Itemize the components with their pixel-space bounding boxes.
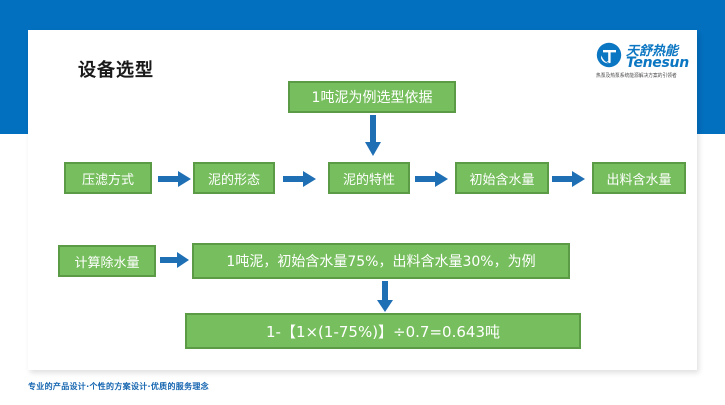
arrow-down-icon <box>377 281 393 312</box>
tenesun-circle-logo-icon <box>596 42 622 68</box>
flow-step-4: 初始含水量 <box>455 162 549 194</box>
brand-name-cn: 天舒热能 <box>626 44 679 59</box>
decorative-blue-left-column <box>0 30 28 134</box>
brand-name-en: Tenesun <box>626 55 689 71</box>
arrow-right-icon <box>283 171 316 187</box>
arrow-right-icon <box>158 171 191 187</box>
brand-tagline: 热泵及热泵系统能源解决方案的引领者 <box>596 73 677 79</box>
calc-label-box: 计算除水量 <box>58 245 156 277</box>
flow-step-1: 压滤方式 <box>64 162 152 194</box>
flow-step-2: 泥的形态 <box>193 162 275 194</box>
premise-box: 1吨泥为例选型依据 <box>288 81 456 113</box>
decorative-blue-right-column <box>697 30 725 134</box>
page-title: 设备选型 <box>78 60 154 81</box>
brand-logo: 天舒热能 Tenesun 热泵及热泵系统能源解决方案的引领者 <box>596 40 696 86</box>
flow-step-5: 出料含水量 <box>592 162 686 194</box>
footer-slogan: 专业的产品设计·个性的方案设计·优质的服务理念 <box>28 382 209 391</box>
example-condition-box: 1吨泥，初始含水量75%，出料含水量30%，为例 <box>192 243 570 279</box>
arrow-right-icon <box>160 252 189 268</box>
arrow-down-icon <box>365 115 381 156</box>
arrow-right-icon <box>415 171 448 187</box>
decorative-blue-top-band <box>0 0 725 30</box>
arrow-right-icon <box>552 171 585 187</box>
formula-result-box: 1-【1×(1-75%)】÷0.7=0.643吨 <box>185 313 581 349</box>
flow-step-3: 泥的特性 <box>328 162 410 194</box>
